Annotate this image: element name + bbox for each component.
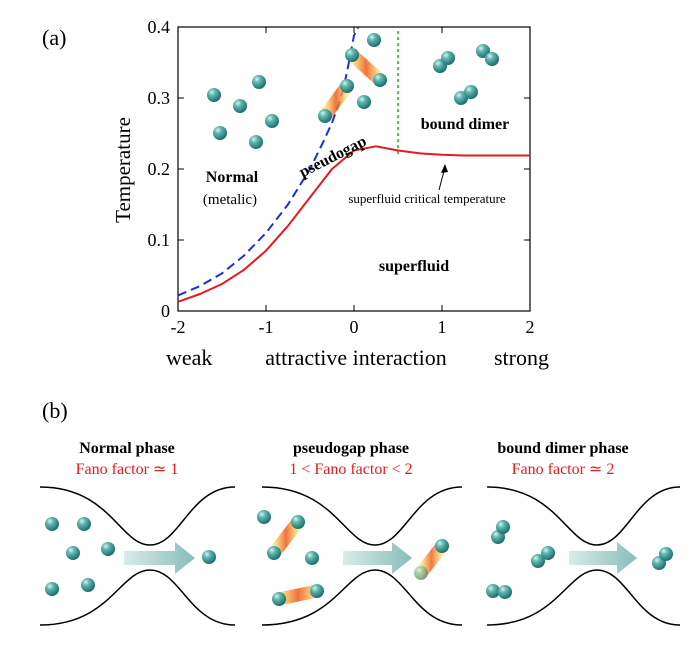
- flow-arrow: [124, 542, 195, 574]
- atom: [252, 75, 266, 89]
- atom: [305, 551, 319, 565]
- atom: [531, 554, 545, 568]
- pseudogap-phase-title: pseudogap phase: [293, 440, 409, 457]
- atom: [101, 542, 115, 556]
- panel-b-label: (b): [42, 398, 68, 423]
- y-tick-label: 0: [161, 301, 170, 321]
- atom: [367, 33, 381, 47]
- channel-wall-top: [486, 486, 681, 546]
- curve-annotation: superfluid critical temperature: [348, 191, 506, 206]
- pseudogap-pairs: [318, 33, 387, 123]
- atom: [207, 88, 221, 102]
- channel-wall-top: [39, 486, 236, 546]
- normal-phase-fano: Fano factor ≃ 1: [76, 461, 179, 478]
- atom: [233, 99, 247, 113]
- region-normal-label: Normal: [206, 169, 259, 186]
- preformed-pair: [345, 48, 387, 87]
- atom: [357, 95, 371, 109]
- preformed-pair: [267, 515, 305, 560]
- atom: [464, 85, 478, 99]
- atom: [81, 578, 95, 592]
- preformed-pair: [318, 79, 354, 123]
- atom: [441, 51, 455, 65]
- atom: [257, 510, 271, 524]
- atom: [45, 517, 59, 531]
- region-bound-dimer-label: bound dimer: [421, 116, 509, 133]
- x-word-weak: weak: [166, 345, 212, 370]
- plot-area: -2 -1 0 1 2 0 0.1 0.2 0.3 0.4: [148, 17, 535, 337]
- superfluid-tc-curve: [177, 145, 530, 303]
- x-tick-label: 2: [526, 317, 535, 337]
- atom: [485, 52, 499, 66]
- y-tick-label: 0.4: [148, 17, 171, 37]
- channel-wall-bottom: [486, 569, 681, 626]
- channel-wall-bottom: [39, 569, 236, 626]
- atom: [486, 584, 500, 598]
- bound-dimers: [433, 44, 499, 105]
- channel-wall-top: [261, 486, 463, 546]
- atom: [249, 135, 263, 149]
- atom: [659, 547, 673, 561]
- region-normal-sublabel: (metalic): [203, 192, 257, 208]
- normal-atoms: [207, 75, 279, 149]
- annotation-arrowhead: [441, 164, 448, 173]
- atom: [45, 582, 59, 596]
- y-tick-label: 0.2: [148, 159, 171, 179]
- flow-arrow: [343, 542, 412, 574]
- region-superfluid-label: superfluid: [379, 258, 449, 275]
- preformed-pair: [272, 584, 324, 606]
- plot-lines: [177, 26, 530, 303]
- x-word-strong: strong: [494, 345, 549, 370]
- plot-ticks: -2 -1 0 1 2 0 0.1 0.2 0.3 0.4: [148, 17, 535, 337]
- channel-wall-bottom: [261, 569, 463, 626]
- y-axis-label: Temperature: [111, 117, 135, 223]
- panel-a-label: (a): [42, 25, 66, 50]
- outgoing-pair: [414, 539, 449, 580]
- atom: [541, 546, 555, 560]
- pseudogap-boundary-curve: [177, 26, 360, 297]
- region-pseudogap-label: pseudogap: [297, 133, 370, 181]
- normal-phase-panel: Normal phase Fano factor ≃ 1: [39, 440, 236, 626]
- atom: [498, 585, 512, 599]
- bound-dimer-phase-fano: Fano factor ≃ 2: [512, 461, 615, 478]
- atom: [476, 44, 490, 58]
- flow-arrow: [569, 542, 637, 574]
- atom: [265, 114, 279, 128]
- x-tick-label: -2: [171, 317, 186, 337]
- atom: [496, 520, 510, 534]
- annotation-arrow-line: [438, 170, 445, 191]
- x-tick-label: 1: [438, 317, 447, 337]
- atom: [202, 550, 216, 564]
- normal-phase-title: Normal phase: [79, 440, 175, 457]
- bound-dimer-phase-panel: bound dimer phase Fano factor ≃ 2: [486, 440, 681, 626]
- atom: [66, 546, 80, 560]
- pseudogap-phase-fano: 1 < Fano factor < 2: [289, 461, 412, 478]
- x-tick-label: -1: [259, 317, 274, 337]
- x-word-attractive-interaction: attractive interaction: [265, 345, 446, 370]
- bound-dimer-phase-title: bound dimer phase: [497, 440, 628, 457]
- y-tick-label: 0.1: [148, 230, 171, 250]
- atom: [213, 126, 227, 140]
- y-tick-label: 0.3: [148, 88, 171, 108]
- pseudogap-phase-panel: pseudogap phase 1 < Fano factor < 2: [257, 440, 463, 626]
- x-tick-label: 0: [350, 317, 359, 337]
- atom: [77, 517, 91, 531]
